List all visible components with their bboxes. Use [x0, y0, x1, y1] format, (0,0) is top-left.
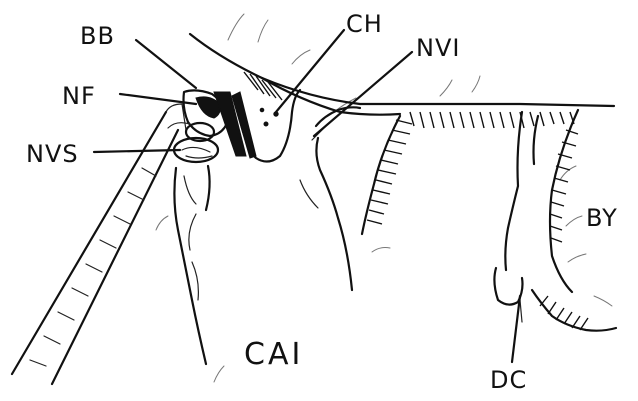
cavity-wall — [362, 112, 574, 234]
label-nvs: NVS — [26, 140, 79, 168]
background-sketch-strokes — [156, 14, 612, 382]
structure-by — [505, 110, 578, 292]
leader-lines — [94, 30, 520, 362]
label-by: BY — [586, 204, 618, 232]
label-cai: CAI — [244, 337, 303, 372]
label-bb: BB — [80, 22, 115, 50]
label-ch: CH — [346, 10, 383, 38]
tentorium-line — [190, 34, 614, 115]
structure-dc — [494, 268, 616, 331]
structure-nvi — [312, 107, 360, 140]
label-nvi: NVI — [416, 34, 460, 62]
leader-dc — [512, 296, 520, 362]
label-dc: DC — [490, 366, 527, 394]
leader-bb — [136, 40, 196, 88]
label-nf: NF — [62, 82, 96, 110]
structure-cai — [174, 138, 352, 364]
